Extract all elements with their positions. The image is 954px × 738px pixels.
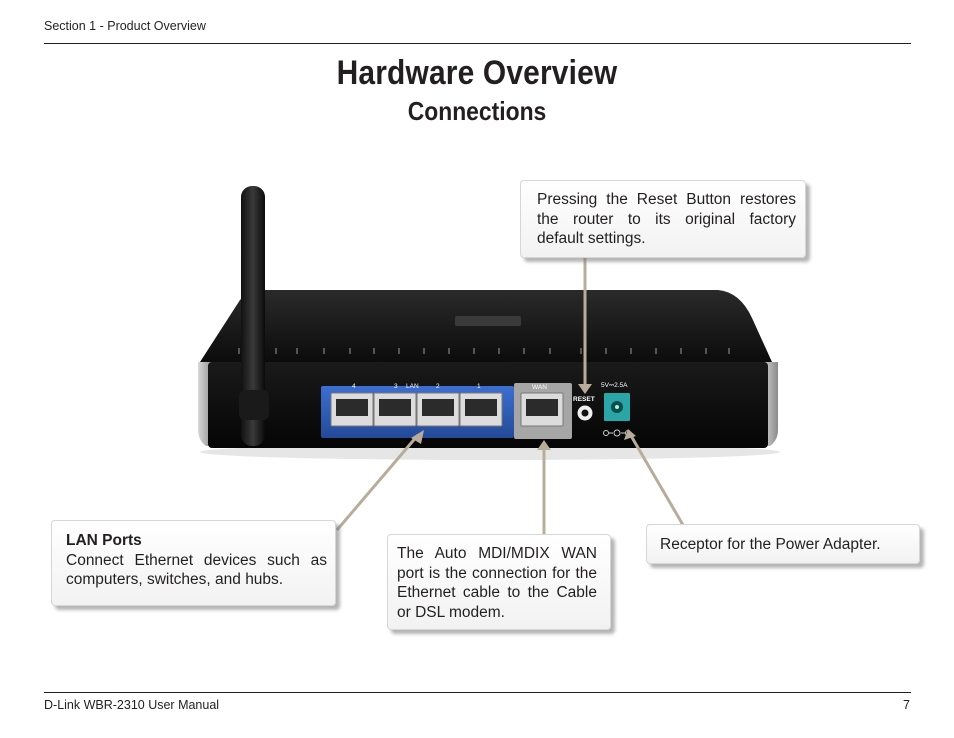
antenna (239, 186, 269, 446)
power-rating-label: 5V⎓2.5A (601, 382, 628, 389)
footer-rule (44, 692, 911, 693)
lan-callout: LAN Ports Connect Ethernet devices such … (51, 520, 336, 606)
reset-callout-text: Pressing the Reset Button restores the r… (537, 191, 796, 247)
reset-label: RESET (573, 396, 595, 403)
header-rule (44, 43, 911, 44)
power-leader (628, 433, 685, 526)
lan-port-number-2: 2 (436, 383, 440, 390)
footer-manual-title: D-Link WBR-2310 User Manual (44, 698, 220, 712)
lan-callout-title: LAN Ports (66, 532, 142, 549)
leader-arrowheads (411, 384, 636, 450)
page-title: Hardware Overview (336, 54, 618, 92)
router-top-label (455, 316, 521, 326)
power-callout: Receptor for the Power Adapter. (646, 524, 920, 564)
power-callout-text: Receptor for the Power Adapter. (660, 536, 881, 553)
lan-port-number-4: 4 (352, 383, 356, 390)
lan-port-openings (336, 399, 497, 416)
page-subtitle: Connections (407, 96, 547, 126)
reset-callout: Pressing the Reset Button restores the r… (520, 180, 806, 258)
lan-label: LAN (406, 383, 419, 390)
lan-port-number-3: 3 (394, 383, 398, 390)
lan-port-number-1: 1 (477, 383, 481, 390)
wan-callout: The Auto MDI/MDIX WAN port is the connec… (387, 534, 611, 630)
page-number: 7 (903, 698, 910, 712)
section-header: Section 1 - Product Overview (44, 19, 206, 33)
leader-lines (335, 258, 685, 535)
lan-callout-text: Connect Ethernet devices such as compute… (66, 551, 327, 589)
lan-leader (335, 434, 420, 531)
wan-callout-text: The Auto MDI/MDIX WAN port is the connec… (397, 545, 597, 621)
wan-label: WAN (532, 384, 547, 391)
wan-port-opening (526, 399, 558, 416)
